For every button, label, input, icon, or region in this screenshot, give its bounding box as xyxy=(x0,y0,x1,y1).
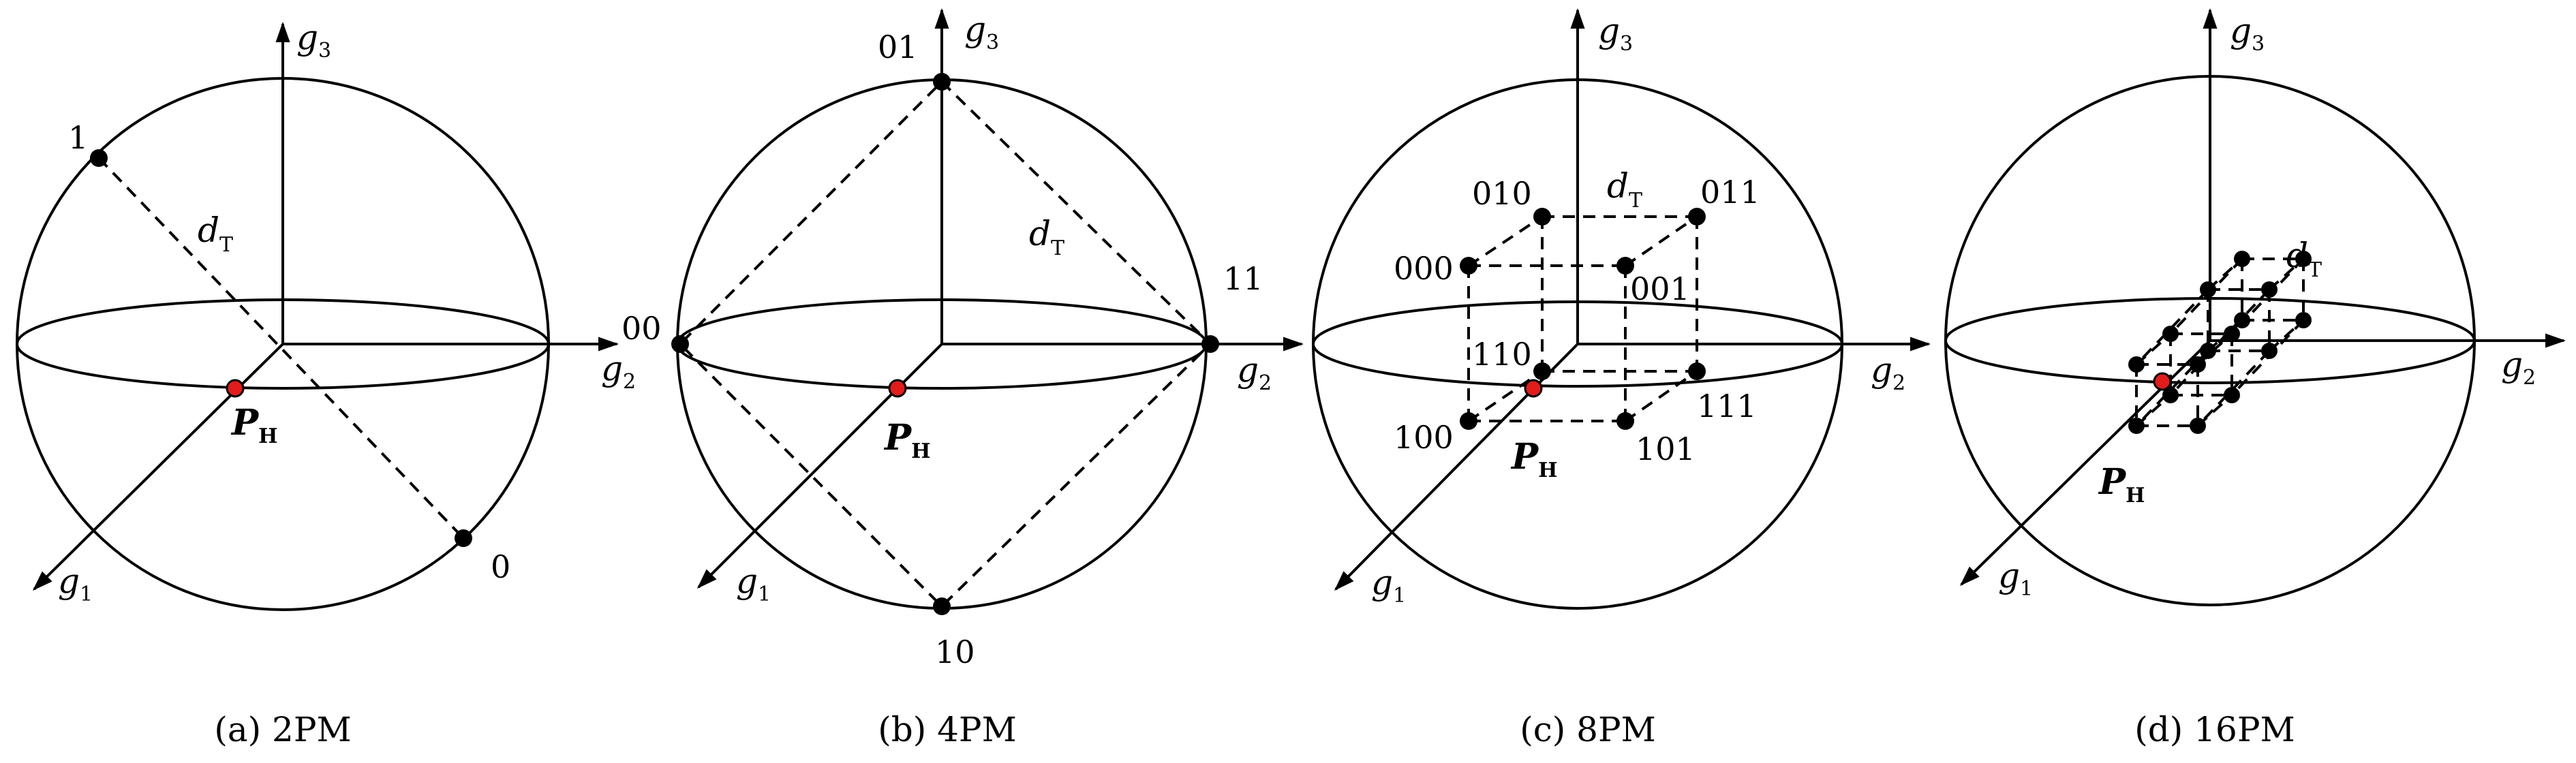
point-label-011: 011 xyxy=(1700,174,1760,211)
point xyxy=(2162,326,2179,342)
distance-label: dT xyxy=(198,211,233,257)
distance-label: dT xyxy=(1029,214,1064,260)
g2-label: g2 xyxy=(601,349,636,394)
point-label-010: 010 xyxy=(1472,175,1532,212)
g3-label: g3 xyxy=(296,18,331,63)
distance-line xyxy=(97,157,465,540)
origin-point xyxy=(888,379,907,398)
panel-caption: (a) 2PM xyxy=(214,710,351,749)
point xyxy=(2234,312,2250,328)
point xyxy=(2261,343,2278,359)
g3-label: g3 xyxy=(2230,11,2265,56)
g2-label: g2 xyxy=(2501,345,2536,390)
point xyxy=(2295,251,2312,267)
hypercube-dashed xyxy=(2135,258,2305,427)
point xyxy=(2200,343,2216,359)
point-101 xyxy=(1616,412,1634,430)
panel-a: 1 0 dT PH g3 g2 g1 (a) 2PM xyxy=(16,18,636,749)
point-000 xyxy=(1460,257,1477,275)
point xyxy=(2200,281,2216,298)
point-111 xyxy=(1688,362,1706,380)
g1-axis xyxy=(32,343,284,591)
panel-caption: (d) 16PM xyxy=(2134,710,2295,749)
g1-label: g1 xyxy=(1371,563,1406,608)
point xyxy=(2224,387,2240,403)
point-01 xyxy=(933,73,951,91)
g2-label: g2 xyxy=(1871,350,1905,395)
point-label-000: 000 xyxy=(1394,250,1454,287)
point-label-00: 00 xyxy=(622,310,662,347)
g1-label: g1 xyxy=(1998,556,2033,601)
g3-label: g3 xyxy=(964,10,999,54)
origin-point xyxy=(2153,372,2172,391)
point-label-001: 001 xyxy=(1630,270,1690,307)
distance-label: dT xyxy=(1607,166,1642,213)
point-11 xyxy=(1201,335,1219,353)
point-011 xyxy=(1688,208,1706,225)
g1-label: g1 xyxy=(736,561,771,606)
distance-label: dT xyxy=(2286,236,2322,282)
origin-label: PH xyxy=(1510,436,1557,482)
point-label-100: 100 xyxy=(1394,419,1454,456)
panel-d: dT PH g3 g2 g1 (d) 16PM xyxy=(1944,8,2566,749)
origin-point xyxy=(226,379,245,398)
point-100 xyxy=(1460,412,1477,430)
point-10 xyxy=(933,597,951,615)
origin-point xyxy=(1524,379,1543,398)
point-label-1: 1 xyxy=(68,119,88,156)
point-label-01: 01 xyxy=(878,29,918,65)
panel-caption: (c) 8PM xyxy=(1520,710,1656,749)
point xyxy=(2128,418,2145,434)
point-00 xyxy=(671,335,689,353)
g2-label: g2 xyxy=(1237,350,1272,395)
point-010 xyxy=(1533,208,1551,225)
panel-c: 010 011 000 001 110 111 100 101 dT PH g3… xyxy=(1312,8,1931,749)
point-label-11: 11 xyxy=(1223,260,1263,297)
point-1 xyxy=(90,149,108,167)
point-label-101: 101 xyxy=(1636,431,1696,467)
origin-label: PH xyxy=(2098,461,2145,508)
point-label-110: 110 xyxy=(1472,336,1532,373)
point-label-0: 0 xyxy=(491,548,510,585)
panel-caption: (b) 4PM xyxy=(878,710,1017,749)
point xyxy=(2128,356,2145,373)
point xyxy=(2261,281,2278,298)
point xyxy=(2224,326,2240,342)
g3-label: g3 xyxy=(1598,11,1633,56)
point xyxy=(2190,356,2206,373)
point xyxy=(2162,387,2179,403)
constellation-points xyxy=(2128,251,2312,434)
panel-b: 01 00 11 10 dT PH g3 g2 g1 (b) 4PM xyxy=(622,8,1304,749)
point xyxy=(2190,418,2206,434)
point-label-111: 111 xyxy=(1697,388,1757,424)
cube-dashed xyxy=(1467,215,1698,422)
point-001 xyxy=(1616,257,1634,275)
origin-label: PH xyxy=(883,417,930,463)
g1-label: g1 xyxy=(58,561,93,606)
g1-axis xyxy=(696,343,943,589)
point xyxy=(2295,312,2312,328)
point-0 xyxy=(455,529,472,547)
origin-label: PH xyxy=(230,402,277,448)
square-dashed xyxy=(678,80,1212,608)
point xyxy=(2234,251,2250,267)
point-110 xyxy=(1533,362,1551,380)
point-label-10: 10 xyxy=(935,634,975,670)
